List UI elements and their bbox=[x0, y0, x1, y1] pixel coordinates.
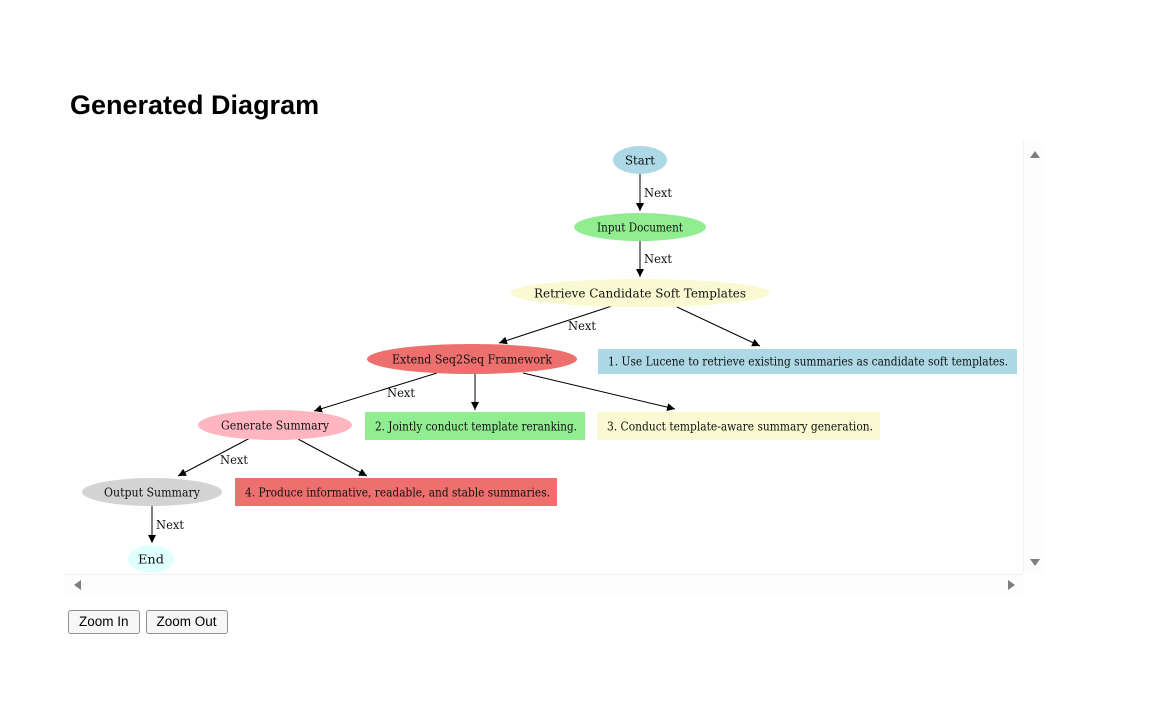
edge-label: Next bbox=[644, 185, 672, 200]
edge-label: Next bbox=[156, 517, 184, 532]
node-label: Retrieve Candidate Soft Templates bbox=[534, 286, 746, 301]
scroll-left-icon bbox=[73, 580, 81, 590]
node-label: Output Summary bbox=[104, 485, 201, 500]
scroll-up-icon bbox=[1030, 150, 1040, 158]
node-label: Start bbox=[625, 153, 655, 168]
scroll-left-button[interactable] bbox=[69, 577, 85, 593]
scroll-right-button[interactable] bbox=[1003, 577, 1019, 593]
vertical-scrollbar[interactable] bbox=[1023, 140, 1044, 574]
edge-retrieve-extend bbox=[498, 304, 616, 345]
node-start: Start bbox=[613, 146, 667, 174]
edge-label: Next bbox=[387, 385, 415, 400]
node-label: 3. Conduct template-aware summary genera… bbox=[607, 419, 873, 434]
node-extend-framework: Extend Seq2Seq Framework bbox=[367, 344, 577, 374]
node-label: Extend Seq2Seq Framework bbox=[392, 352, 552, 367]
scroll-right-icon bbox=[1007, 580, 1015, 590]
zoom-in-button[interactable]: Zoom In bbox=[68, 610, 140, 634]
node-input-document: Input Document bbox=[574, 213, 706, 241]
node-label: 1. Use Lucene to retrieve existing summa… bbox=[608, 354, 1008, 369]
node-label: Input Document bbox=[597, 220, 683, 235]
zoom-controls: Zoom In Zoom Out bbox=[68, 610, 228, 634]
node-note2: 2. Jointly conduct template reranking. bbox=[365, 412, 585, 440]
node-end: End bbox=[128, 545, 174, 573]
edge-label: Next bbox=[644, 251, 672, 266]
flowchart-canvas: Next Next Next Next Next Next Start Inpu… bbox=[82, 146, 1017, 573]
node-note3: 3. Conduct template-aware summary genera… bbox=[597, 412, 880, 440]
node-retrieve-templates: Retrieve Candidate Soft Templates bbox=[510, 279, 770, 307]
node-generate-summary: Generate Summary bbox=[198, 410, 352, 440]
node-note1: 1. Use Lucene to retrieve existing summa… bbox=[598, 349, 1017, 374]
page-title: Generated Diagram bbox=[70, 90, 320, 120]
edge-retrieve-note1 bbox=[676, 306, 761, 347]
edges: Next Next Next Next Next Next bbox=[148, 174, 761, 543]
edge-generate-note4 bbox=[297, 438, 368, 477]
edge-label: Next bbox=[568, 318, 596, 333]
edge-label: Next bbox=[220, 452, 248, 467]
zoom-out-button[interactable]: Zoom Out bbox=[145, 610, 228, 634]
diagram-viewport[interactable]: Next Next Next Next Next Next Start Inpu… bbox=[65, 140, 1047, 595]
node-label: End bbox=[138, 552, 164, 567]
node-label: Generate Summary bbox=[221, 418, 330, 433]
edge-extend-note3 bbox=[522, 372, 676, 412]
node-label: 2. Jointly conduct template reranking. bbox=[375, 419, 577, 434]
edge-generate-output bbox=[177, 437, 251, 477]
scroll-up-button[interactable] bbox=[1027, 146, 1043, 162]
scroll-down-button[interactable] bbox=[1027, 554, 1043, 570]
node-label: 4. Produce informative, readable, and st… bbox=[245, 485, 550, 500]
horizontal-scrollbar[interactable] bbox=[65, 574, 1023, 595]
scroll-down-icon bbox=[1030, 558, 1040, 566]
edge-extend-generate bbox=[313, 372, 438, 413]
node-note4: 4. Produce informative, readable, and st… bbox=[235, 478, 557, 506]
node-output-summary: Output Summary bbox=[82, 478, 222, 506]
